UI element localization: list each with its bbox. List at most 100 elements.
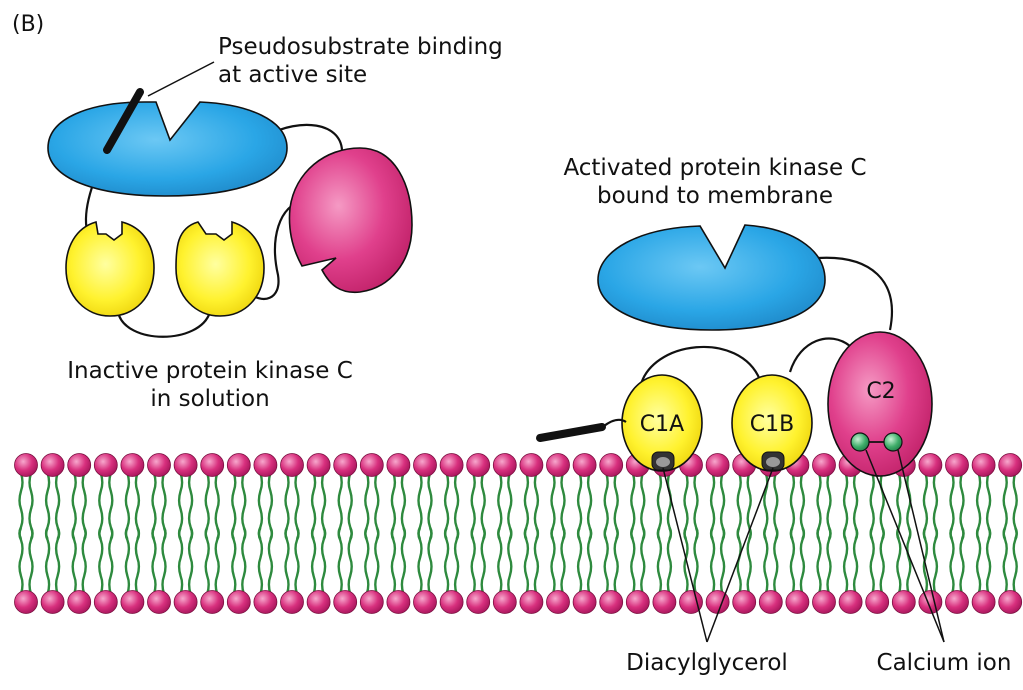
lipid-tail	[214, 527, 220, 595]
lipid-tail	[177, 527, 184, 595]
lipid-tail	[630, 527, 636, 595]
lipid-head	[732, 590, 757, 614]
lipid-head	[838, 590, 863, 614]
pseudosubstrate-callout	[147, 61, 215, 97]
lipid-tail	[949, 527, 955, 595]
lipid-head	[359, 590, 384, 614]
lipid-tail	[98, 527, 104, 595]
lipid-tail	[241, 527, 247, 595]
lipid-head	[439, 590, 464, 614]
lipid-tail	[922, 527, 929, 595]
lipid-head	[173, 590, 198, 614]
lipid-tail	[816, 527, 822, 595]
lipid-head	[865, 590, 890, 614]
lipid-tail	[204, 527, 210, 595]
lipid-head	[306, 453, 331, 477]
lipid-head	[945, 453, 969, 477]
lipid-head	[413, 453, 437, 477]
lipid-head	[679, 590, 703, 614]
lipid-tail	[799, 527, 806, 595]
lipid-head	[413, 590, 437, 614]
lipid-head	[998, 453, 1023, 477]
lipid-head	[918, 453, 943, 477]
linker-c1a-to-c1b	[116, 311, 212, 338]
lipid-tail	[497, 527, 503, 595]
lipid-head	[93, 590, 118, 614]
lipid-head	[40, 590, 65, 614]
linker-c1b-to-c2-active	[788, 337, 851, 373]
lipid-tail	[1002, 527, 1008, 595]
lipid-tail	[108, 527, 114, 595]
calcium-ion-label: Calcium ion	[877, 650, 1012, 676]
lipid-head	[599, 590, 624, 614]
lipid-head	[200, 453, 225, 477]
lipid-tail	[480, 527, 486, 595]
lipid-tail	[427, 527, 433, 595]
lipid-tail	[826, 527, 832, 595]
lipid-tail	[400, 527, 407, 595]
lipid-head	[519, 590, 544, 614]
c1b-domain-inactive	[175, 220, 265, 317]
lipid-head	[599, 453, 624, 477]
lipid-tail	[507, 527, 513, 595]
lipid-head	[14, 590, 38, 614]
lipid-tail	[560, 527, 566, 595]
lipid-head	[359, 453, 384, 477]
activated-pkc	[536, 224, 933, 477]
lipid-head	[758, 590, 783, 614]
lipid-head	[253, 590, 278, 614]
lipid-tail	[284, 527, 290, 595]
activated-label-line2: bound to membrane	[597, 183, 833, 209]
lipid-tail	[763, 527, 769, 595]
lipid-head	[226, 453, 251, 477]
lipid-head	[147, 453, 171, 477]
lipid-tail	[320, 527, 327, 595]
lipid-tail	[640, 527, 646, 595]
lipid-tail	[906, 527, 912, 595]
lipid-tail	[71, 527, 77, 595]
lipid-head	[280, 590, 304, 614]
lipid-tail	[709, 527, 716, 595]
lipid-head	[40, 453, 65, 477]
lipid-head	[492, 590, 517, 614]
lipid-head	[519, 453, 544, 477]
pseudosubstrate-label-line1: Pseudosubstrate binding	[218, 34, 503, 60]
lipid-tail	[134, 527, 141, 595]
lipid-tail	[1012, 527, 1018, 595]
lipid-tail	[124, 527, 131, 595]
lipid-tail	[337, 527, 343, 595]
lipid-tail	[550, 527, 556, 595]
lipid-tail	[267, 527, 274, 595]
activated-label-line1: Activated protein kinase C	[563, 155, 866, 181]
lipid-tail	[81, 527, 87, 595]
lipid-tail	[161, 527, 167, 595]
lipid-tail	[453, 527, 460, 595]
lipid-tail	[932, 527, 939, 595]
lipid-tails	[18, 472, 1018, 595]
inactive-label-line2: in solution	[150, 386, 269, 412]
lipid-tail	[390, 527, 397, 595]
c1a-label: C1A	[640, 412, 684, 437]
lipid-head	[147, 590, 171, 614]
c1a-domain-inactive	[65, 220, 155, 317]
lipid-head	[625, 590, 650, 614]
lipid-tail	[417, 527, 423, 595]
lipid-head	[226, 590, 251, 614]
lipid-head	[333, 590, 358, 614]
c1b-label: C1B	[750, 412, 794, 437]
kinase-domain-active	[597, 224, 826, 331]
inactive-pkc	[47, 88, 413, 338]
lipid-head	[306, 590, 331, 614]
lipid-tail	[533, 527, 540, 595]
lipid-head	[466, 453, 491, 477]
lipid-tail	[959, 527, 965, 595]
lipid-head	[945, 590, 969, 614]
lipid-tail	[773, 527, 779, 595]
lipid-head	[998, 590, 1023, 614]
diacylglycerol-c1b	[761, 451, 785, 471]
lipid-head	[67, 590, 92, 614]
lipid-tail	[294, 527, 300, 595]
lipid-head	[93, 453, 118, 477]
lipid-head	[812, 590, 836, 614]
